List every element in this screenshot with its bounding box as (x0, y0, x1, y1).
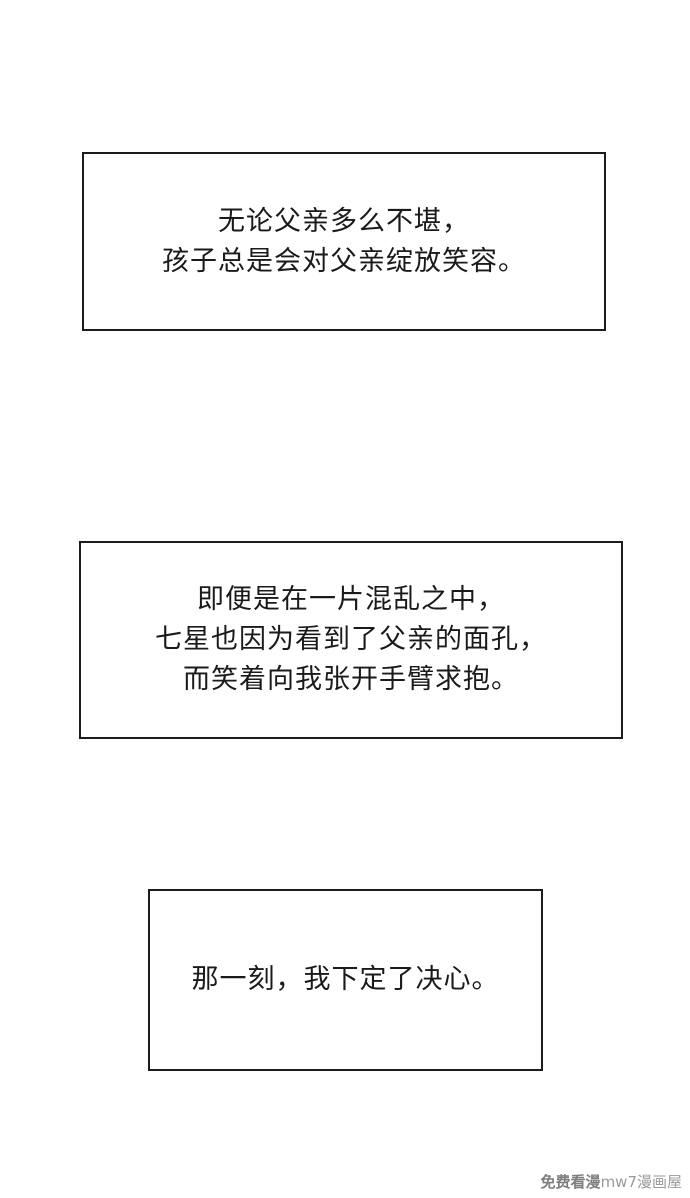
caption-box-2: 即便是在一片混乱之中， 七星也因为看到了父亲的面孔， 而笑着向我张开手臂求抱。 (79, 541, 623, 739)
watermark-suffix: mw7漫画屋 (600, 1173, 682, 1191)
caption-line: 而笑着向我张开手臂求抱。 (183, 664, 519, 695)
caption-line: 无论父亲多么不堪， (218, 205, 470, 237)
watermark-prefix: 免费看漫 (540, 1173, 601, 1191)
caption-line: 即便是在一片混乱之中， (197, 584, 505, 615)
caption-line: 那一刻，我下定了决心。 (191, 964, 500, 995)
caption-line: 七星也因为看到了父亲的面孔， (155, 624, 547, 655)
caption-line: 孩子总是会对父亲绽放笑容。 (162, 245, 526, 277)
caption-box-1: 无论父亲多么不堪， 孩子总是会对父亲绽放笑容。 (82, 152, 606, 331)
site-watermark: 免费看漫mw7漫画屋 (541, 1171, 682, 1192)
caption-box-3: 那一刻，我下定了决心。 (148, 889, 543, 1071)
